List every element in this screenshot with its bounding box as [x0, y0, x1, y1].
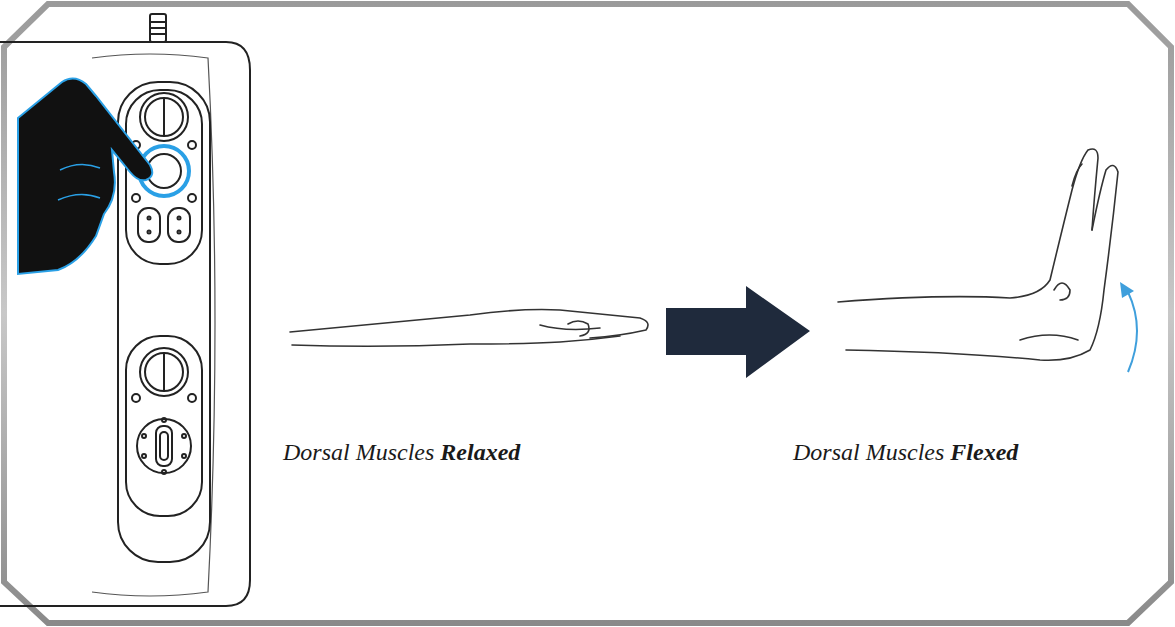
- flexed-hand: [838, 149, 1118, 360]
- state-label: Relaxed: [440, 437, 520, 467]
- frame: [4, 4, 1171, 623]
- state-label: Flexed: [950, 437, 1018, 467]
- device: [0, 14, 250, 606]
- transition-arrow: [666, 286, 810, 378]
- muscle-label: Dorsal Muscles: [793, 437, 944, 467]
- motion-arrow: [1128, 292, 1137, 372]
- muscle-label: Dorsal Muscles: [283, 437, 434, 467]
- pointing-hand: [18, 78, 152, 274]
- relaxed-hand: [290, 310, 648, 347]
- motion-arrowhead: [1120, 282, 1134, 298]
